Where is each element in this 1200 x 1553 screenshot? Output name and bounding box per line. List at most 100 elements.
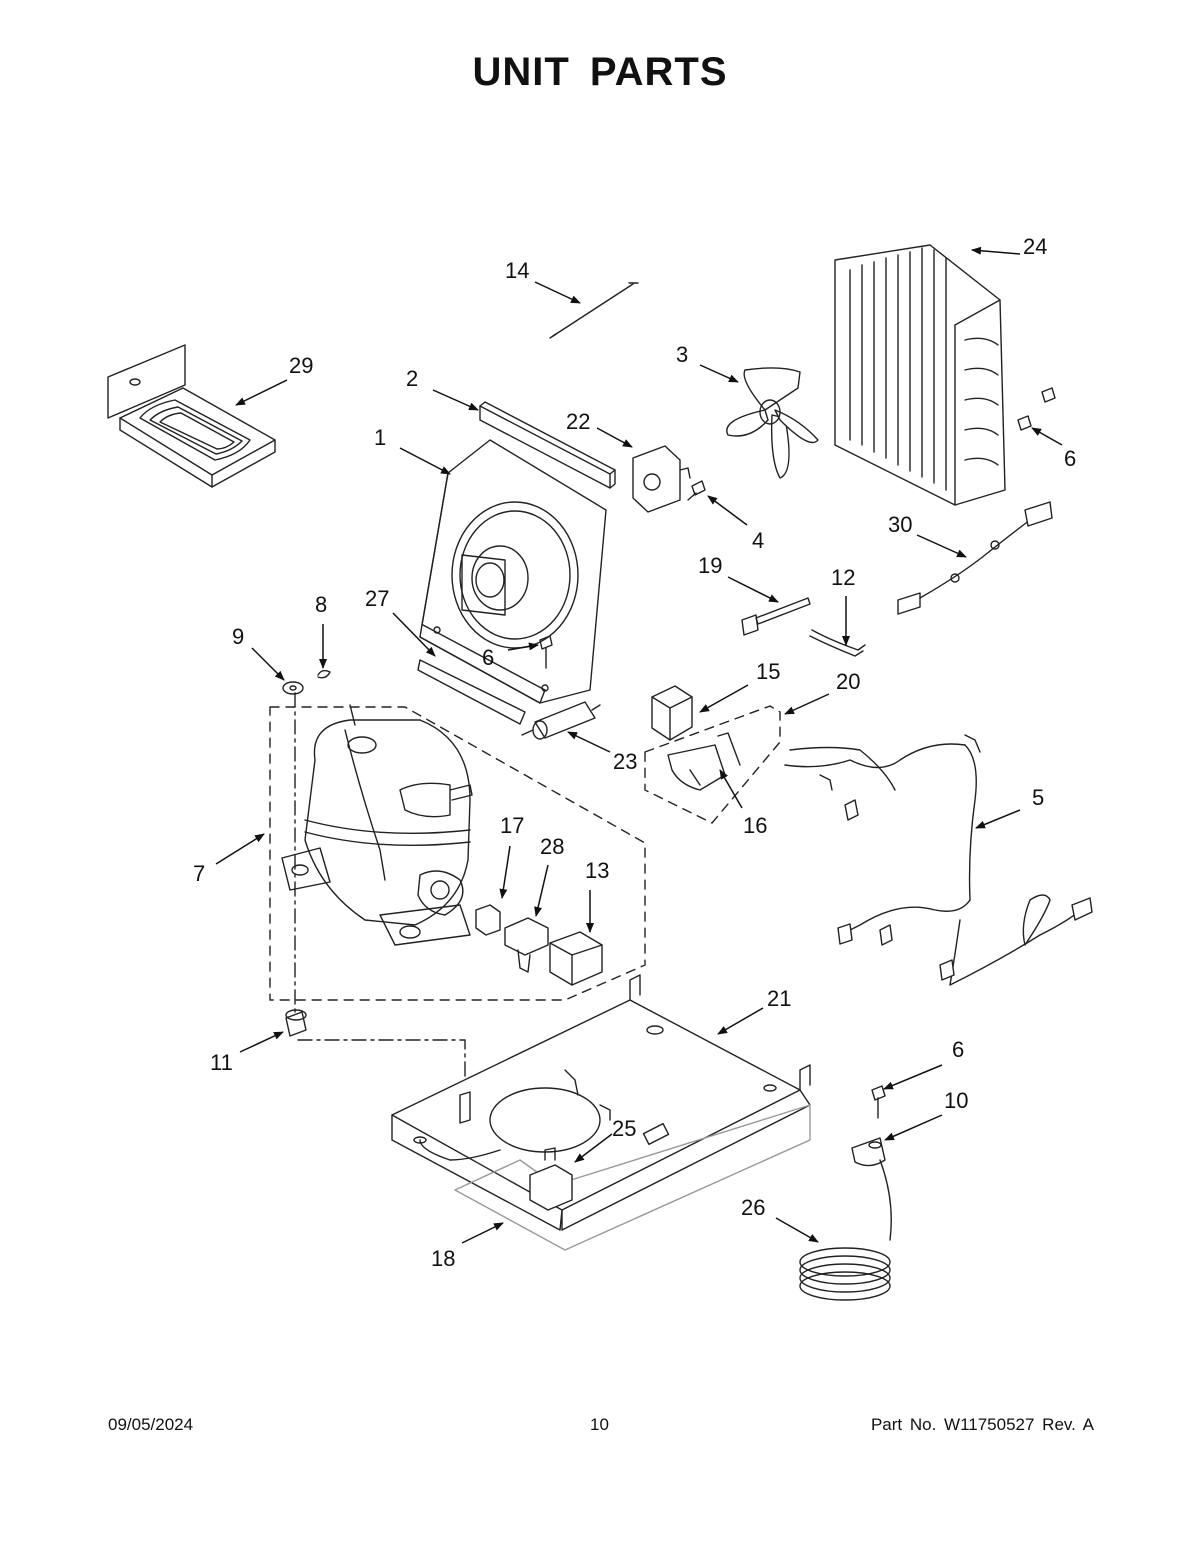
- drain-pan-part: [107, 344, 276, 488]
- callout-20: 20: [836, 669, 860, 694]
- leader-11: [239, 1031, 284, 1053]
- leader-6b: [1031, 427, 1063, 446]
- cable-tie-part: [741, 597, 811, 636]
- sensor-harness-part: [897, 501, 1053, 615]
- callout-21: 21: [767, 986, 791, 1011]
- callout-6a: 6: [482, 645, 494, 670]
- leader-23: [567, 731, 611, 753]
- leader-5: [975, 809, 1021, 829]
- leader-30: [916, 534, 967, 558]
- callout-17: 17: [500, 813, 524, 838]
- leader-6c: [883, 1064, 943, 1090]
- relay-part: [651, 685, 693, 741]
- leader-21: [717, 1007, 764, 1035]
- clip-part: [317, 669, 331, 679]
- condenser-part: [834, 244, 1006, 506]
- callout-25: 25: [612, 1116, 636, 1141]
- callout-6c: 6: [952, 1037, 964, 1062]
- base-pan-part: [391, 974, 811, 1231]
- fan-motor-part: [632, 445, 691, 513]
- screw-part-lower: [871, 1085, 886, 1119]
- callout-24: 24: [1023, 234, 1047, 259]
- screw-part-right: [1017, 387, 1056, 431]
- capacitor-part: [549, 931, 603, 986]
- callout-4: 4: [752, 528, 764, 553]
- callout-5: 5: [1032, 785, 1044, 810]
- compressor-part: [281, 704, 473, 946]
- callout-10: 10: [944, 1088, 968, 1113]
- leader-25: [574, 1133, 613, 1163]
- screw-part-4: [687, 480, 706, 501]
- mount-leader-horizontal: [297, 1039, 466, 1096]
- tube-part: [809, 629, 866, 657]
- base-insulation-part: [454, 1104, 811, 1251]
- leader-1: [399, 447, 451, 475]
- page-title: UNIT PARTS: [472, 50, 728, 94]
- wire-harness-part: [784, 734, 1093, 986]
- callout-2: 2: [406, 366, 418, 391]
- callout-28: 28: [540, 834, 564, 859]
- leader-17: [499, 845, 511, 899]
- callout-6b: 6: [1064, 446, 1076, 471]
- leader-7: [215, 833, 265, 865]
- wire-tie-part: [549, 282, 639, 339]
- compressor-foot-part: [285, 1009, 307, 1037]
- capillary-coil-part: [799, 1159, 892, 1301]
- fan-blade-part: [726, 367, 819, 479]
- leader-28: [534, 864, 549, 917]
- leader-22: [596, 427, 633, 448]
- leader-27: [392, 612, 436, 657]
- leader-29: [235, 379, 288, 406]
- screw-part-center: [539, 635, 553, 669]
- filter-drier-part: [521, 701, 601, 740]
- leader-3: [699, 364, 739, 383]
- callout-11: 11: [210, 1050, 233, 1075]
- callout-14: 14: [505, 258, 529, 283]
- clamp-part: [851, 1137, 886, 1167]
- leader-10: [884, 1114, 943, 1141]
- callout-12: 12: [831, 565, 855, 590]
- leader-24: [971, 246, 1021, 255]
- lower-gasket-part: [417, 659, 526, 725]
- grommet-part: [282, 681, 304, 695]
- bracket-part: [667, 732, 741, 791]
- callout-29: 29: [289, 353, 313, 378]
- overload-part: [475, 904, 501, 936]
- footer-part-number: Part No. W11750527 Rev. A: [870, 1415, 1094, 1434]
- relay-group-outline: [644, 705, 781, 824]
- compressor-group-outline: [269, 706, 646, 1001]
- callout-16: 16: [743, 813, 767, 838]
- footer-page-number: 10: [590, 1415, 609, 1434]
- fan-shroud-part: [419, 439, 607, 704]
- callout-3: 3: [676, 342, 688, 367]
- callout-8: 8: [315, 592, 327, 617]
- relay-starter-part: [504, 917, 549, 973]
- leader-14: [534, 281, 581, 304]
- leader-20: [784, 693, 830, 715]
- footer-date: 09/05/2024: [108, 1415, 194, 1434]
- callout-7: 7: [193, 861, 205, 886]
- leader-26: [775, 1217, 819, 1243]
- leader-19: [727, 576, 779, 603]
- leader-9: [251, 647, 285, 681]
- callout-19: 19: [698, 553, 722, 578]
- leader-4: [707, 495, 748, 526]
- gasket-strip-part: [479, 401, 616, 489]
- leader-2: [432, 389, 479, 411]
- callout-26: 26: [741, 1195, 765, 1220]
- callout-23: 23: [613, 749, 637, 774]
- callout-1: 1: [374, 425, 386, 450]
- callout-9: 9: [232, 624, 244, 649]
- leader-16: [719, 769, 743, 809]
- callout-15: 15: [756, 659, 780, 684]
- callout-27: 27: [365, 586, 389, 611]
- leader-6a: [507, 642, 539, 651]
- callout-13: 13: [585, 858, 609, 883]
- leader-18: [461, 1222, 504, 1244]
- valve-part: [419, 1139, 573, 1211]
- leader-15: [699, 684, 749, 713]
- callout-18: 18: [431, 1246, 455, 1271]
- callout-22: 22: [566, 409, 590, 434]
- callout-30: 30: [888, 512, 912, 537]
